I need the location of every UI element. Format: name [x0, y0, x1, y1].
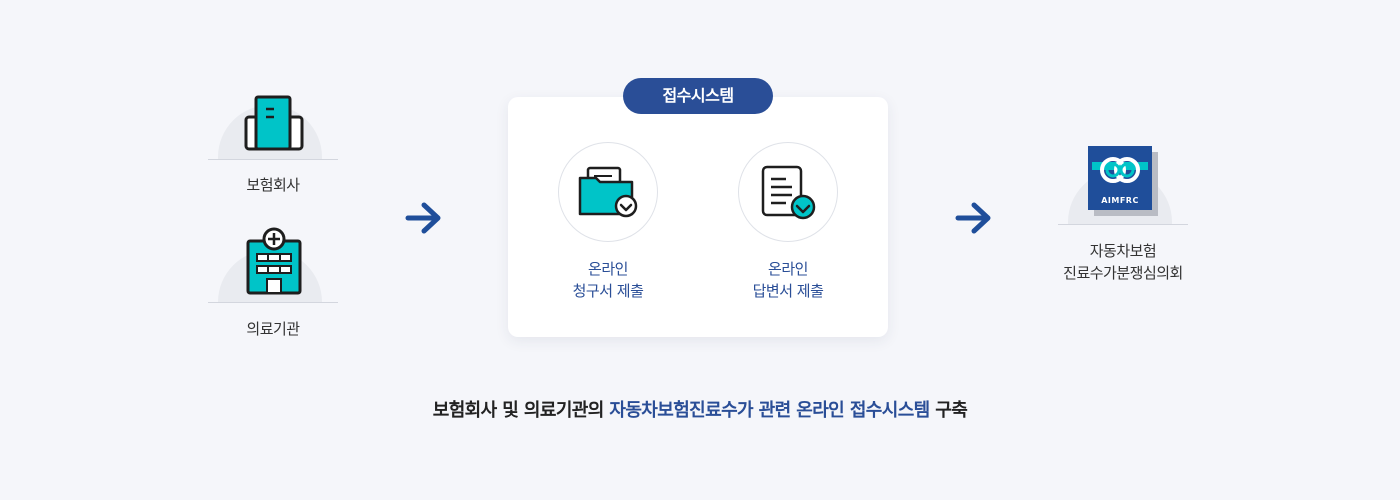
medical-label: 의료기관 [246, 320, 300, 338]
answer-label-line2: 답변서 제출 [752, 282, 824, 300]
insurer-label: 보험회사 [246, 176, 300, 194]
arrow-right-icon [955, 202, 991, 234]
caption-prefix: 보험회사 및 의료기관의 [432, 400, 610, 421]
document-check-icon [761, 165, 816, 220]
building-icon [244, 95, 304, 151]
answer-label-line1: 온라인 [768, 260, 808, 278]
answer-label: 온라인 답변서 제출 [708, 258, 868, 302]
arrow-right-icon [405, 202, 441, 234]
aimfrc-label-line2: 진료수가분쟁심의회 [1063, 264, 1183, 282]
claim-label-line2: 청구서 제출 [572, 282, 644, 300]
insurer-baseline [208, 159, 338, 160]
caption-highlight: 자동차보험진료수가 관련 온라인 접수시스템 [609, 400, 930, 421]
caption-suffix: 구축 [929, 400, 968, 421]
medical-baseline [208, 302, 338, 303]
aimfrc-logo-text: AIMFRC [1101, 196, 1139, 205]
system-title-badge: 접수시스템 [623, 78, 773, 114]
aimfrc-logo-mark-icon [1092, 157, 1148, 183]
aimfrc-label-line1: 자동차보험 [1089, 242, 1157, 260]
aimfrc-label: 자동차보험 진료수가분쟁심의회 [1030, 240, 1216, 284]
folder-check-icon [578, 166, 638, 218]
caption: 보험회사 및 의료기관의 자동차보험진료수가 관련 온라인 접수시스템 구축 [0, 396, 1400, 422]
hospital-icon [246, 227, 302, 295]
claim-label: 온라인 청구서 제출 [528, 258, 688, 302]
aimfrc-baseline [1058, 224, 1188, 225]
claim-label-line1: 온라인 [588, 260, 628, 278]
